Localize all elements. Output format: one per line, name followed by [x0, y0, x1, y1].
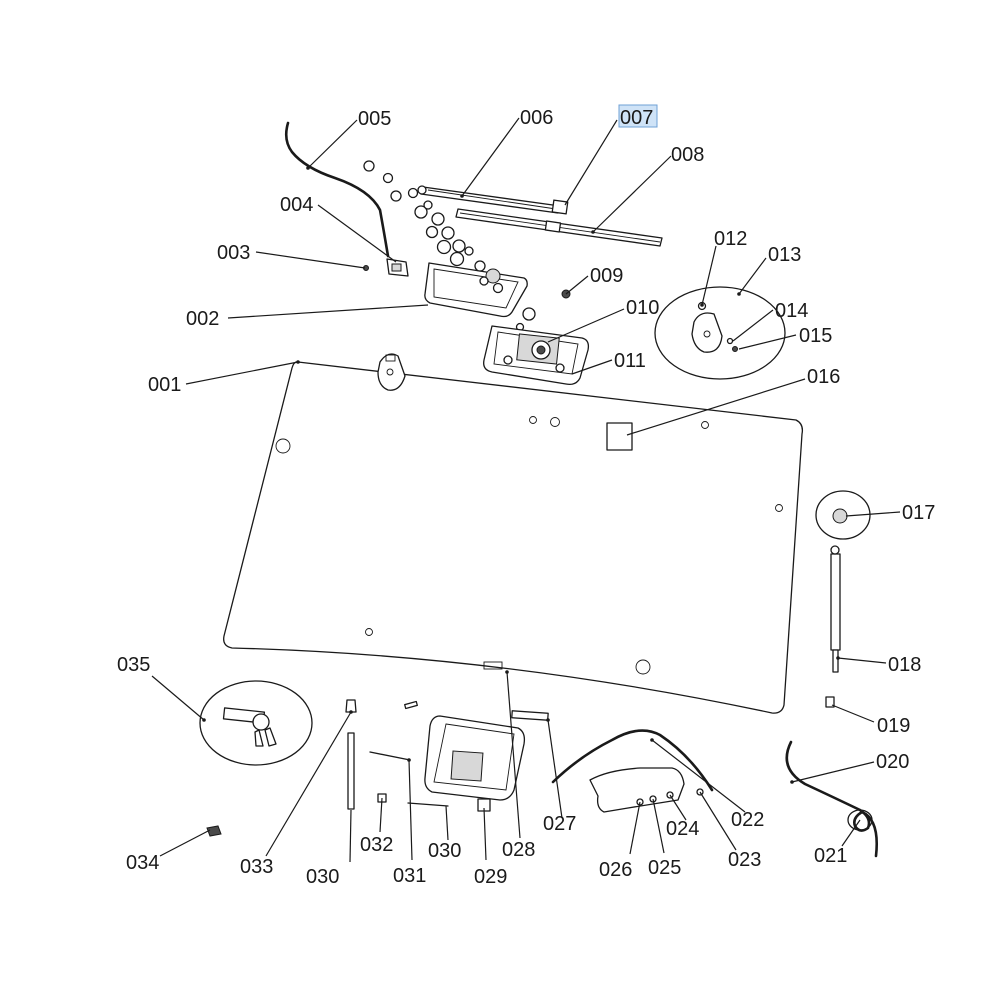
callout-014[interactable]: 014 [775, 300, 808, 322]
selected-label-highlight [618, 104, 658, 128]
callout-002[interactable]: 002 [186, 308, 219, 330]
callout-027[interactable]: 027 [543, 813, 576, 835]
part-010-wiper-motor[interactable] [483, 325, 590, 386]
callout-017[interactable]: 017 [902, 502, 935, 524]
callout-010[interactable]: 010 [626, 297, 659, 319]
part-013-washer-nozzle-group[interactable] [654, 286, 786, 380]
callout-009[interactable]: 009 [590, 265, 623, 287]
callout-005[interactable]: 005 [358, 108, 391, 130]
part-018-gas-strut[interactable] [830, 545, 841, 673]
part-034-tab[interactable] [206, 825, 222, 837]
leader-endpoints [202, 166, 840, 784]
part-027-connector [511, 710, 549, 721]
callout-011[interactable]: 011 [614, 350, 646, 372]
part-027-washer-reservoir[interactable] [424, 715, 526, 812]
part-001-rear-glass[interactable] [223, 361, 804, 714]
callout-025[interactable]: 025 [648, 857, 681, 879]
part-002-motor-cover[interactable] [424, 262, 528, 318]
callout-023[interactable]: 023 [728, 849, 761, 871]
callout-008[interactable]: 008 [671, 144, 704, 166]
callout-020[interactable]: 020 [876, 751, 909, 773]
callout-034[interactable]: 034 [126, 852, 159, 874]
callout-029[interactable]: 029 [474, 866, 507, 888]
part-007-arm-cap[interactable] [551, 199, 569, 215]
callout-031[interactable]: 031 [393, 865, 426, 887]
part-030-pin[interactable] [407, 802, 449, 807]
part-033-rod[interactable] [345, 699, 357, 810]
callout-033[interactable]: 033 [240, 856, 273, 878]
callout-003[interactable]: 003 [217, 242, 250, 264]
leader-lines [151, 117, 901, 863]
part-006-wiper-arm[interactable] [417, 185, 561, 214]
callout-007[interactable]: 007 [620, 107, 653, 129]
part-017-grommet[interactable] [815, 490, 871, 540]
callout-004[interactable]: 004 [280, 194, 313, 216]
glass-washer-nozzle-mount [377, 353, 406, 391]
washer-stack [363, 160, 536, 332]
part-008-wiper-blade[interactable] [455, 208, 663, 247]
callout-032[interactable]: 032 [360, 834, 393, 856]
callout-018[interactable]: 018 [888, 654, 921, 676]
callout-013[interactable]: 013 [768, 244, 801, 266]
callout-026[interactable]: 026 [599, 859, 632, 881]
callout-021[interactable]: 021 [814, 845, 847, 867]
callout-022[interactable]: 022 [731, 809, 764, 831]
callout-006[interactable]: 006 [520, 107, 553, 129]
part-004-connector[interactable] [386, 258, 409, 277]
callout-030-lower[interactable]: 030 [306, 866, 339, 888]
callout-016[interactable]: 016 [807, 366, 840, 388]
callout-012[interactable]: 012 [714, 228, 747, 250]
part-016-adhesive-pad[interactable] [606, 422, 633, 451]
callout-labels: 005 006 007 008 004 003 002 009 010 011 … [117, 104, 935, 888]
callout-019[interactable]: 019 [877, 715, 910, 737]
part-031-pin[interactable] [369, 751, 411, 761]
part-022-hose[interactable] [551, 729, 714, 792]
callout-015[interactable]: 015 [799, 325, 832, 347]
part-020-washer-hose[interactable] [785, 740, 878, 858]
small-pin [404, 700, 418, 710]
part-035-nozzle-group[interactable] [199, 680, 313, 766]
callout-035[interactable]: 035 [117, 654, 150, 676]
callout-028[interactable]: 028 [502, 839, 535, 861]
callout-030-upper[interactable]: 030 [428, 840, 461, 862]
callout-001[interactable]: 001 [148, 374, 181, 396]
part-019-clip[interactable] [825, 696, 835, 708]
callout-024[interactable]: 024 [666, 818, 699, 840]
part-005-wire-harness[interactable] [284, 121, 390, 258]
part-024-bracket[interactable] [589, 767, 685, 813]
